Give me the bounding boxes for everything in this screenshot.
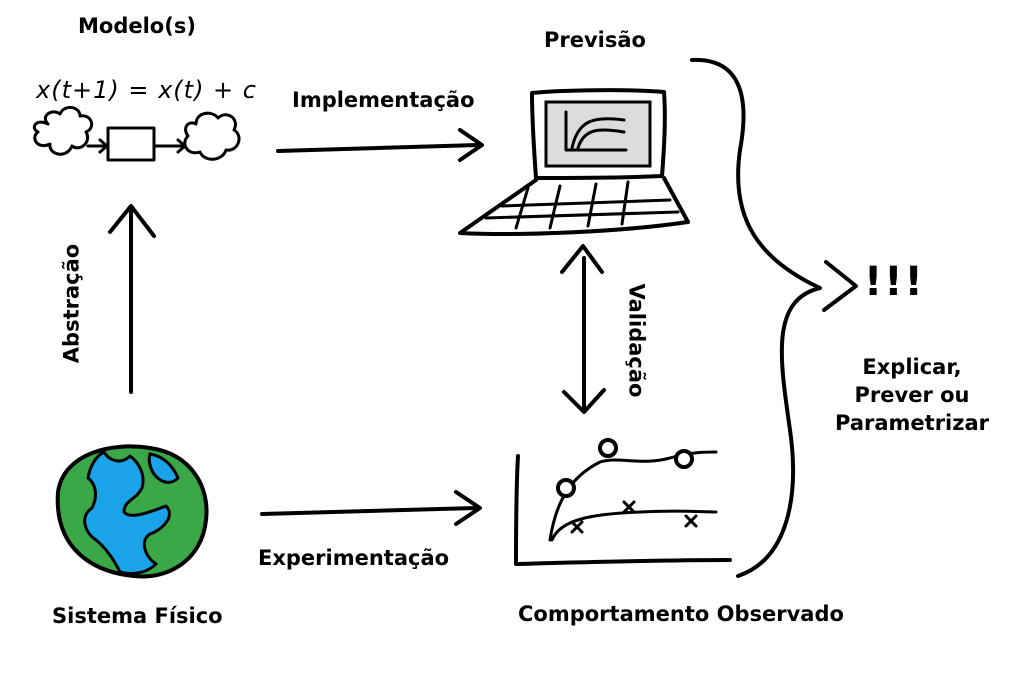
physical-system-label: Sistema Físico [52, 604, 223, 628]
abstraction-arrow [108, 204, 156, 394]
sink-cloud-icon [183, 111, 241, 161]
experimentation-label: Experimentação [258, 546, 450, 570]
implementation-arrow [276, 128, 484, 162]
implementation-label: Implementação [292, 88, 475, 112]
experimentation-arrow [260, 490, 482, 526]
models-label: Modelo(s) [78, 14, 196, 38]
validation-label: Validação [624, 283, 649, 398]
source-cloud-icon [32, 106, 94, 156]
observed-behavior-label: Comportamento Observado [518, 602, 844, 626]
abstraction-label: Abstração [59, 243, 84, 364]
model-diagram-icon [32, 106, 241, 162]
globe-icon [55, 444, 209, 579]
exclamation-marks: !!! [864, 259, 925, 305]
outcome-line-3: Parametrizar [835, 411, 989, 435]
outcome-line-2: Prever ou [854, 383, 970, 407]
model-box [106, 126, 156, 162]
outcome-line-1: Explicar, [862, 355, 962, 379]
outcome-brace [690, 57, 822, 578]
outcome-arrow-head [822, 260, 858, 312]
flow-arrow-right [152, 138, 187, 154]
model-equation: x(t+1) = x(t) + c [36, 76, 257, 104]
outcome-label: Explicar, Prever ou Parametrizar [812, 353, 1012, 437]
flow-arrow-left [86, 138, 109, 154]
laptop-icon [458, 88, 690, 236]
validation-arrow [560, 244, 606, 414]
prediction-label: Previsão [544, 28, 646, 52]
sketch-plot-icon [514, 438, 732, 566]
